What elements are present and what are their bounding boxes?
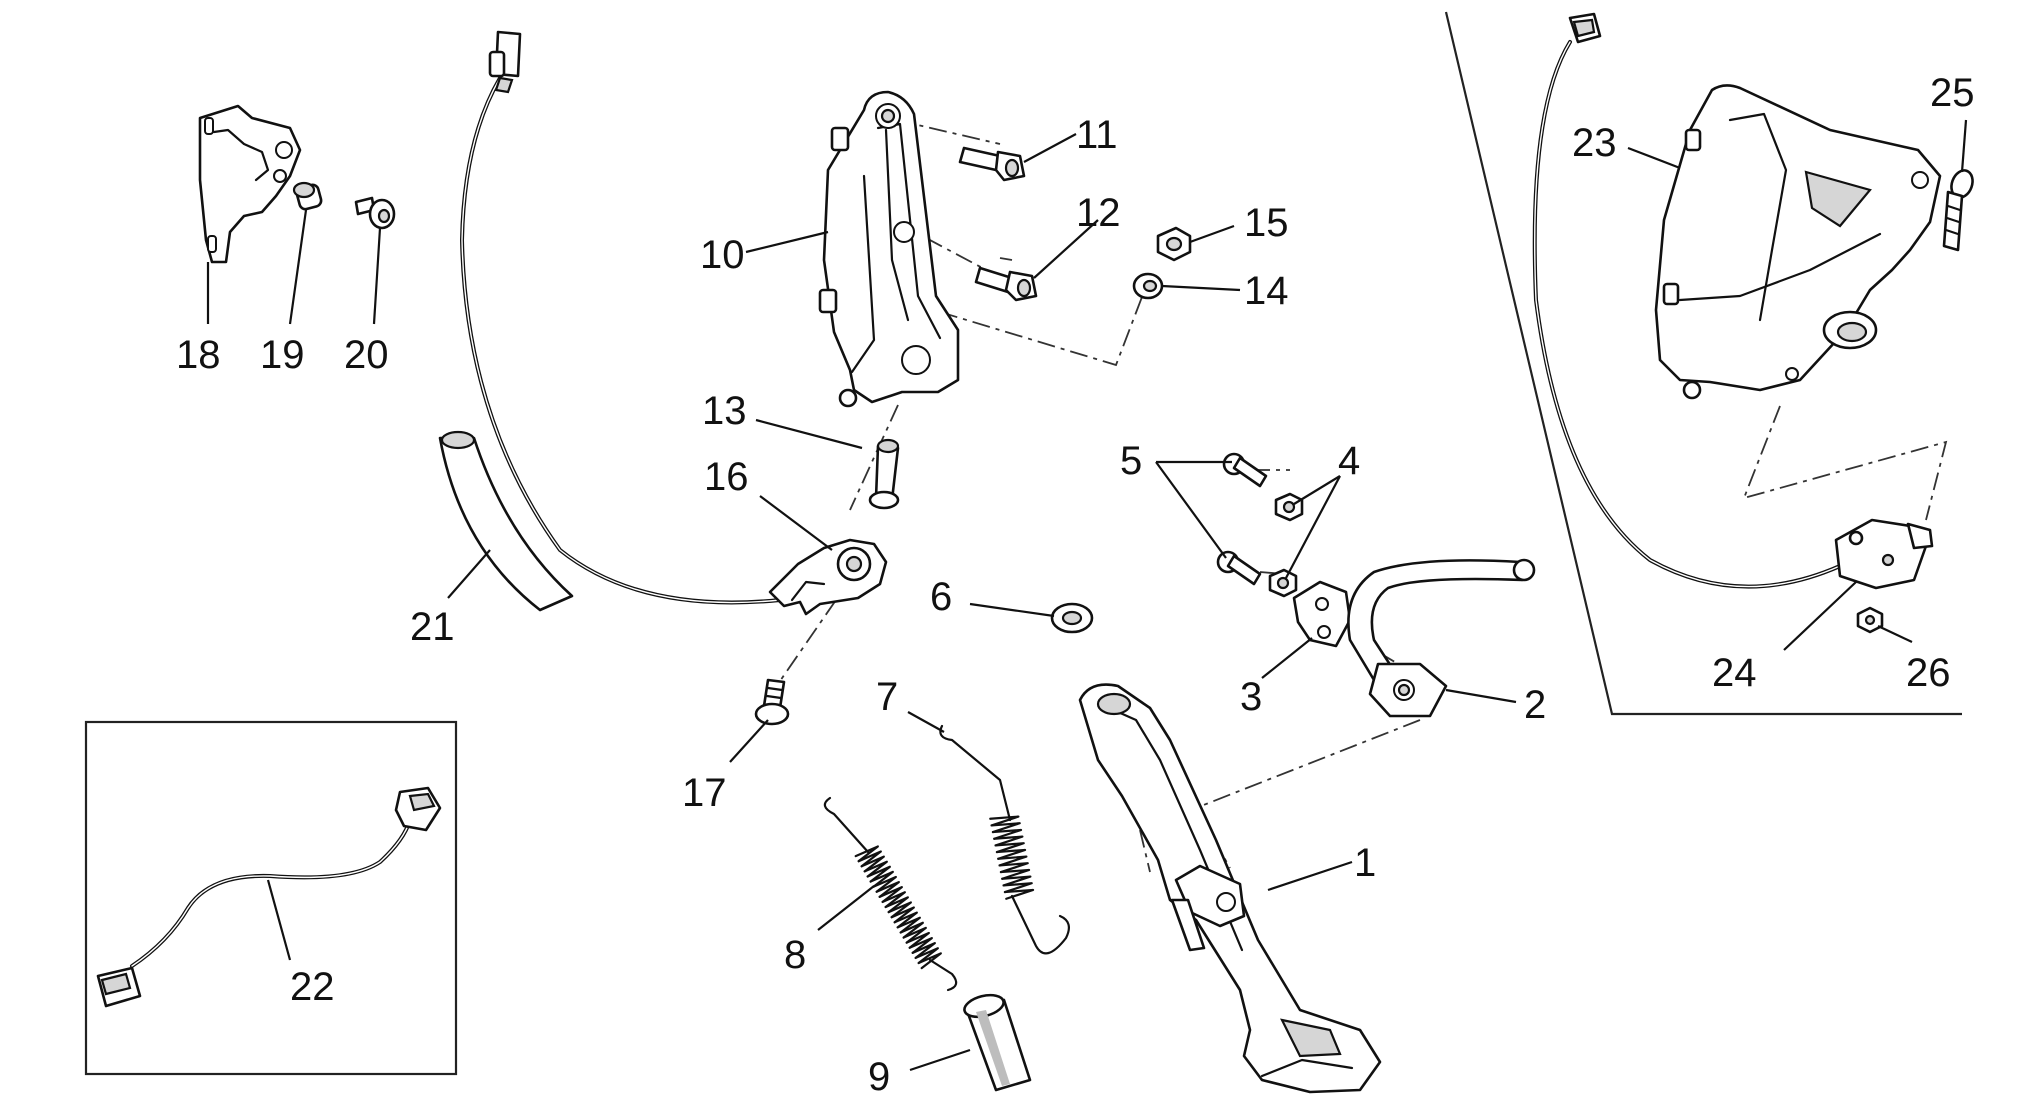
callout-24: 24 xyxy=(1712,651,1757,695)
part-17-bolt xyxy=(754,678,790,726)
part-18-bracket xyxy=(198,104,302,264)
inset-frame-wiring xyxy=(84,720,458,1076)
spring-coil xyxy=(899,921,924,939)
callout-4: 4 xyxy=(1338,439,1360,483)
spring-coil xyxy=(890,906,915,924)
callout-16: 16 xyxy=(704,455,749,499)
spring-coil xyxy=(860,855,885,873)
spring-coil xyxy=(875,880,900,898)
spring-coil xyxy=(917,952,942,970)
spring-coil xyxy=(884,896,909,914)
callout-25: 25 xyxy=(1930,71,1975,115)
spring-coil xyxy=(995,848,1027,860)
part-1-side-stand xyxy=(1078,683,1382,1094)
part-5-screw-lower xyxy=(1216,550,1262,586)
part-14-washer xyxy=(1132,272,1164,300)
spring-coil xyxy=(914,947,939,965)
spring-coil xyxy=(866,865,891,883)
spring-coil xyxy=(990,822,1021,834)
callout-5: 5 xyxy=(1120,439,1142,483)
spring-coil xyxy=(902,926,927,944)
part-9-sleeve xyxy=(963,993,1032,1092)
part-25-screw xyxy=(1942,169,1974,252)
part-22-wiring-harness xyxy=(96,786,442,1008)
part-2-stand-rod xyxy=(1347,558,1536,718)
part-4-nut-upper xyxy=(1274,492,1304,522)
spring-coil xyxy=(908,936,933,954)
callout-13: 13 xyxy=(702,389,747,433)
spring-coil xyxy=(1001,875,1032,887)
part-19-spacer xyxy=(292,181,323,211)
callout-10: 10 xyxy=(700,233,745,277)
callout-22: 22 xyxy=(290,965,335,1009)
spring-coil xyxy=(1002,882,1033,894)
part-15-nut xyxy=(1156,226,1192,262)
part-3-plate xyxy=(1292,580,1352,648)
spring-coil xyxy=(893,911,918,929)
spring-coil xyxy=(1003,888,1035,900)
part-26-nut xyxy=(1856,606,1884,634)
part-13-pivot-pin xyxy=(868,438,900,510)
part-4-nut-lower xyxy=(1268,568,1298,598)
spring-coil xyxy=(857,850,882,868)
spring-coil xyxy=(911,942,936,960)
callout-21: 21 xyxy=(410,605,455,649)
part-11-bolt xyxy=(958,146,1026,182)
spring-coil xyxy=(878,886,903,904)
part-7-long-spring xyxy=(939,724,1071,955)
spring-coil xyxy=(869,870,894,888)
callout-19: 19 xyxy=(260,333,305,377)
callout-14: 14 xyxy=(1244,269,1289,313)
callout-8: 8 xyxy=(784,933,806,977)
part-8-short-spring xyxy=(823,796,958,992)
callout-15: 15 xyxy=(1244,201,1289,245)
callout-11: 11 xyxy=(1076,113,1118,157)
part-24-sensor-switch-variant xyxy=(1834,518,1934,590)
callout-17: 17 xyxy=(682,771,727,815)
spring-coil xyxy=(863,860,888,878)
spring-coil xyxy=(881,891,906,909)
spring-coil xyxy=(896,916,921,934)
callout-23: 23 xyxy=(1572,121,1617,165)
callout-26: 26 xyxy=(1906,651,1951,695)
part-20-screw xyxy=(354,196,396,230)
callout-3: 3 xyxy=(1240,675,1262,719)
part-21-cable-sleeve xyxy=(438,430,574,612)
spring-coil xyxy=(993,835,1024,847)
spring-coil xyxy=(991,828,1023,840)
callout-1: 1 xyxy=(1354,841,1376,885)
part-23-bracket-variant xyxy=(1654,84,1942,400)
spring-coil xyxy=(887,901,912,919)
callout-12: 12 xyxy=(1076,191,1121,235)
callout-9: 9 xyxy=(868,1055,890,1099)
callout-20: 20 xyxy=(344,333,389,377)
callout-18: 18 xyxy=(176,333,221,377)
part-6-washer xyxy=(1050,602,1094,634)
part-10-main-bracket xyxy=(818,90,960,408)
callout-labels: 1 2 3 4 5 6 7 8 9 10 11 12 13 14 15 16 1… xyxy=(176,71,1975,1099)
spring-coil xyxy=(989,815,1020,827)
spring-coil xyxy=(872,875,897,893)
callout-6: 6 xyxy=(930,575,952,619)
part-16-sensor-switch xyxy=(768,538,888,616)
spring-coil xyxy=(998,862,1029,874)
spring-coil xyxy=(997,855,1028,867)
inset-frame-variant xyxy=(1444,11,1962,716)
spring-coil xyxy=(999,868,1031,880)
spring-coil xyxy=(994,842,1025,854)
part-5-screw-upper xyxy=(1222,452,1268,488)
callout-2: 2 xyxy=(1524,683,1546,727)
spring-coil xyxy=(854,845,879,863)
sensor-cable-left xyxy=(459,30,782,605)
spring-coil xyxy=(905,931,930,949)
part-12-bolt xyxy=(974,266,1038,302)
leader-lines xyxy=(206,119,1968,1072)
callout-7: 7 xyxy=(876,675,898,719)
sensor-cable-right xyxy=(1532,12,1842,589)
